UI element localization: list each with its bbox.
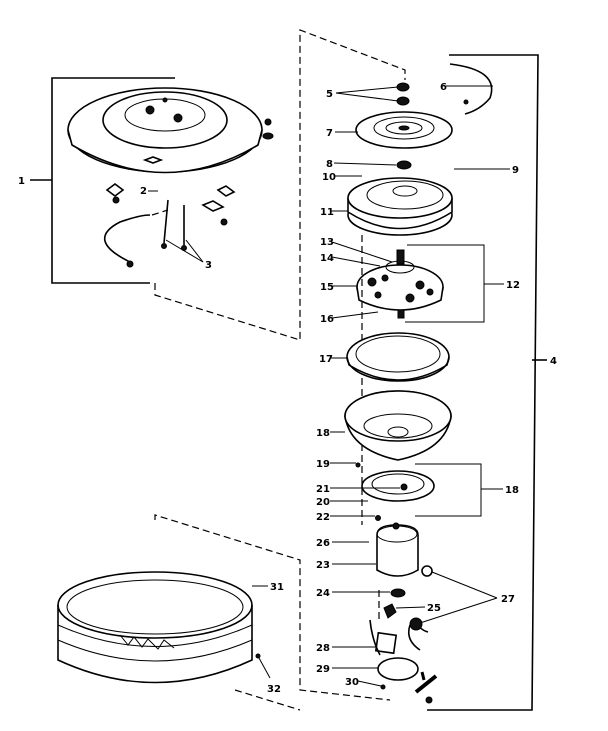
callout-4: 4 bbox=[550, 356, 557, 367]
group-1-bracket bbox=[30, 77, 175, 284]
callout-26: 26 bbox=[316, 538, 330, 549]
callout-2: 2 bbox=[140, 186, 147, 197]
callout-3: 3 bbox=[205, 260, 212, 271]
callout-17: 17 bbox=[319, 354, 333, 365]
callout-20: 20 bbox=[316, 497, 330, 508]
callout-16: 16 bbox=[320, 314, 334, 325]
callout-13: 13 bbox=[320, 237, 334, 248]
callout-21: 21 bbox=[316, 484, 330, 495]
callout-25: 25 bbox=[427, 603, 441, 614]
callout-29: 29 bbox=[316, 664, 330, 675]
part-31-base bbox=[57, 571, 253, 684]
callout-23: 23 bbox=[316, 560, 330, 571]
callout-7: 7 bbox=[326, 128, 333, 139]
callout-10: 10 bbox=[322, 172, 336, 183]
callout-32: 32 bbox=[267, 684, 281, 695]
callout-31: 31 bbox=[270, 582, 284, 593]
callout-30: 30 bbox=[345, 677, 359, 688]
callout-12: 12 bbox=[506, 280, 520, 291]
callout-18b: 18 bbox=[505, 485, 519, 496]
callout-8: 8 bbox=[326, 159, 333, 170]
part-12-rotor bbox=[356, 249, 444, 319]
top-cover bbox=[67, 87, 263, 174]
callout-27: 27 bbox=[501, 594, 515, 605]
callout-5: 5 bbox=[326, 89, 333, 100]
part-17-ring bbox=[346, 332, 450, 382]
callout-14: 14 bbox=[320, 253, 334, 264]
callout-18: 18 bbox=[316, 428, 330, 439]
part-18-housing bbox=[344, 390, 452, 461]
part-20-plate bbox=[361, 470, 435, 502]
callout-1: 1 bbox=[18, 176, 25, 187]
part-11-housing bbox=[347, 177, 453, 236]
callout-9: 9 bbox=[512, 165, 519, 176]
callout-11: 11 bbox=[320, 207, 334, 218]
group-4-bracket bbox=[427, 54, 547, 711]
callout-22: 22 bbox=[316, 512, 330, 523]
callout-15: 15 bbox=[320, 282, 334, 293]
callout-19: 19 bbox=[316, 459, 330, 470]
part-23-motor bbox=[376, 522, 419, 577]
callout-24: 24 bbox=[316, 588, 330, 599]
part-7-plate bbox=[355, 111, 453, 149]
callout-28: 28 bbox=[316, 643, 330, 654]
callout-6: 6 bbox=[440, 82, 447, 93]
cover-hardware bbox=[103, 118, 274, 268]
